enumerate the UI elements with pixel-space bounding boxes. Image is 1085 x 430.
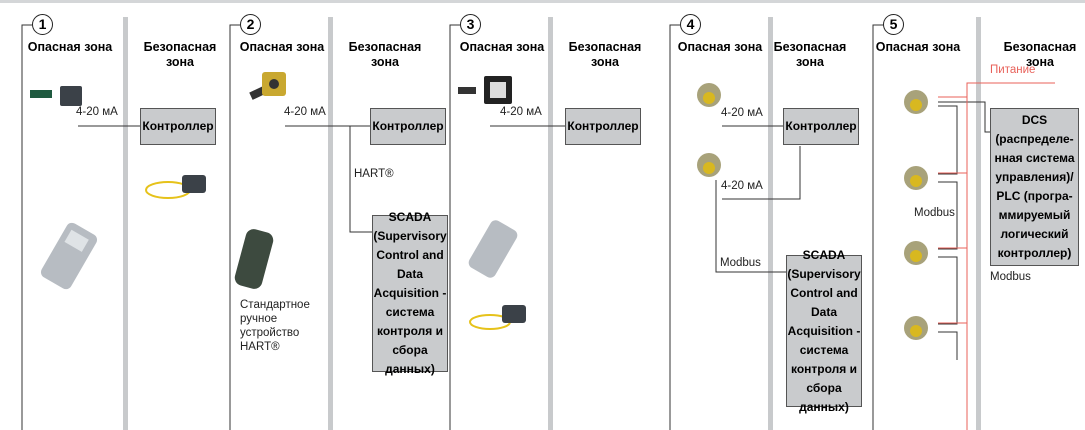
panel-number: 1 <box>32 14 53 35</box>
controller-box: Контроллер <box>565 108 641 145</box>
signal-label: 4-20 мА <box>284 106 326 118</box>
safe-zone-label: Безопасная зона <box>1003 40 1077 69</box>
signal-label: 4-20 мА <box>721 180 763 192</box>
hart-label: HART® <box>354 168 394 180</box>
power-label: Питание <box>990 64 1036 76</box>
scada-box: SCADA (Supervisory Control and Data Acqu… <box>372 210 448 376</box>
hazard-zone-label: Опасная зона <box>875 40 961 54</box>
handheld-icons <box>40 220 518 290</box>
controller-box: Контроллер <box>783 108 859 145</box>
signal-label: 4-20 мА <box>500 106 542 118</box>
hazard-zone-label: Опасная зона <box>27 40 113 54</box>
signal-label: 4-20 мА <box>76 106 118 118</box>
modbus-label: Modbus <box>914 207 955 219</box>
panel-number: 5 <box>883 14 904 35</box>
panel-number: 2 <box>240 14 261 35</box>
hazard-zone-label: Опасная зона <box>239 40 325 54</box>
panel-number: 3 <box>460 14 481 35</box>
signal-label: 4-20 мА <box>721 107 763 119</box>
hazard-zone-label: Опасная зона <box>459 40 545 54</box>
controller-box: Контроллер <box>370 108 446 145</box>
safe-zone-label: Безопасная зона <box>773 40 847 69</box>
transmitter-icons <box>30 72 512 106</box>
modbus-label: Modbus <box>990 271 1031 283</box>
hazard-zone-label: Опасная зона <box>677 40 763 54</box>
panel-number: 4 <box>680 14 701 35</box>
controller-box: Контроллер <box>140 108 216 145</box>
safe-zone-label: Безопасная зона <box>348 40 422 69</box>
top-border <box>0 0 1085 3</box>
modbus-label: Modbus <box>720 257 761 269</box>
dcs-plc-box: DCS (распределе-нная система управления)… <box>990 108 1079 266</box>
safe-zone-label: Безопасная зона <box>568 40 642 69</box>
scada-box: SCADA (Supervisory Control and Data Acqu… <box>786 247 862 414</box>
safe-zone-label: Безопасная зона <box>143 40 217 69</box>
handheld-label: Стандартное ручное устройство HART® <box>240 299 310 353</box>
